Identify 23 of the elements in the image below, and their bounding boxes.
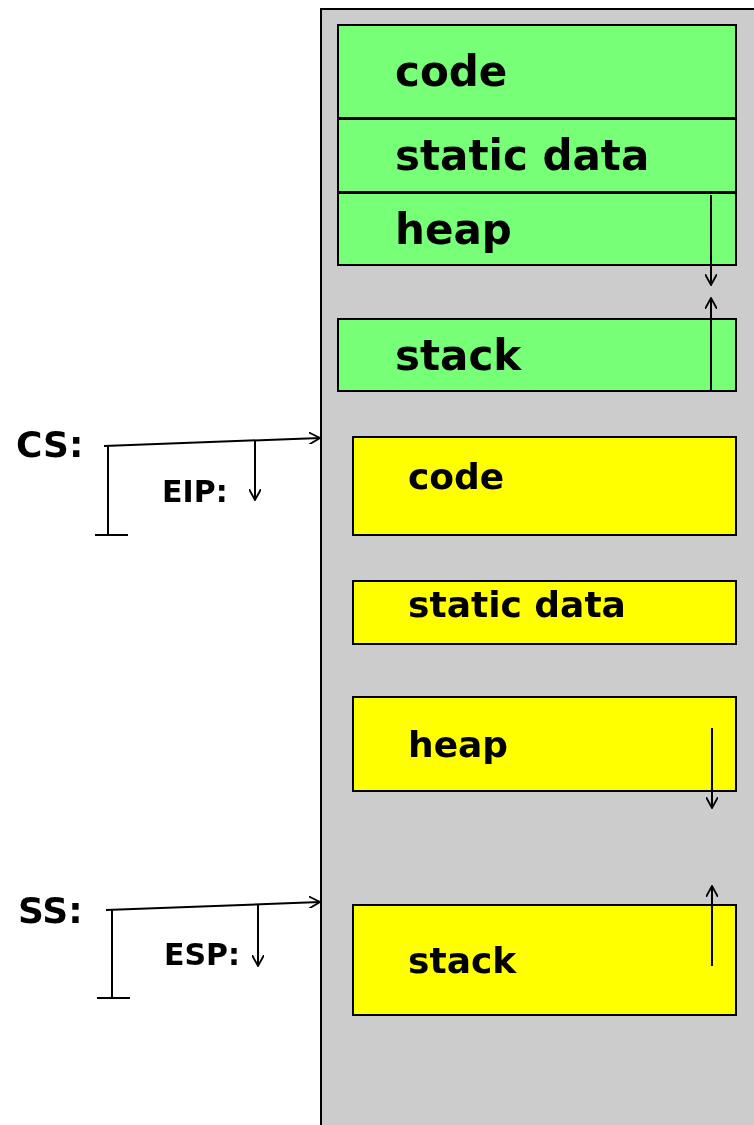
segment-label: static data — [408, 584, 626, 625]
offset-register-label: EIP: — [162, 474, 228, 509]
segment-block — [337, 24, 737, 119]
segment-block — [337, 192, 737, 266]
segment-block — [337, 118, 737, 193]
segment-label: heap — [408, 723, 509, 765]
register-label: CS: — [16, 424, 84, 465]
memory-column — [320, 8, 754, 1125]
arrow — [105, 895, 321, 911]
segment-block — [352, 904, 737, 1016]
segment-block — [352, 436, 737, 536]
segment-label: stack — [408, 939, 517, 981]
segment-label: code — [395, 47, 508, 96]
segment-label: stack — [395, 330, 522, 380]
segment-block — [352, 580, 737, 645]
segment-block — [352, 696, 737, 792]
segment-block — [337, 318, 737, 392]
offset-register-label: ESP: — [164, 937, 241, 972]
segment-label: heap — [395, 204, 512, 254]
register-label: SS: — [18, 890, 83, 931]
segment-label: code — [408, 456, 505, 497]
segment-label: static data — [395, 131, 650, 180]
arrow — [103, 431, 321, 447]
